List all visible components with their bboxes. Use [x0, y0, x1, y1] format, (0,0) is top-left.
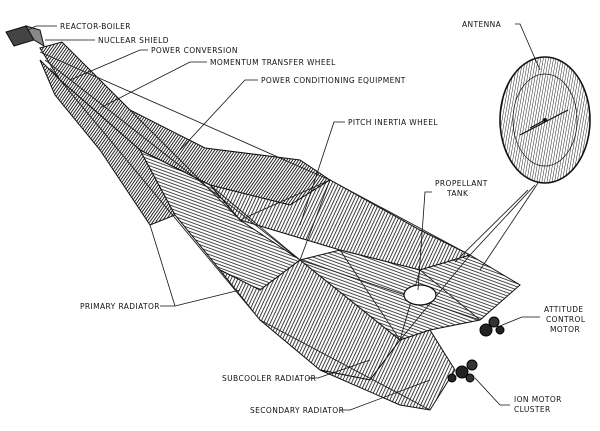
nuclear-shield — [24, 25, 45, 48]
label-propellant-tank-line1: PROPELLANT — [435, 179, 488, 188]
truss-diagonal-1 — [129, 109, 331, 261]
label-antenna: ANTENNA — [462, 20, 502, 29]
label-primary-radiator: PRIMARY RADIATOR — [80, 302, 160, 311]
propellant-tank — [403, 284, 437, 306]
spacecraft-body — [5, 25, 541, 411]
leader-primary-radiator — [149, 224, 241, 307]
label-power-conditioning-equipment: POWER CONDITIONING EQUIPMENT — [261, 76, 406, 85]
primary-radiator-lower-panel — [39, 59, 176, 226]
label-nuclear-shield: NUCLEAR SHIELD — [98, 36, 169, 45]
label-attitude-control-motor-line2: CONTROL — [546, 315, 586, 324]
leader-ion-motor — [474, 377, 510, 406]
label-power-conversion: POWER CONVERSION — [151, 46, 238, 55]
leader-antenna — [515, 23, 541, 71]
leader-power-conditioning — [179, 79, 258, 151]
label-attitude-control-motor-line3: MOTOR — [550, 325, 580, 334]
label-subcooler-radiator: SUBCOOLER RADIATOR — [222, 374, 316, 383]
label-attitude-control-motor-line1: ATTITUDE — [544, 305, 584, 314]
truss-diagonal-3 — [339, 249, 481, 342]
label-ion-motor-cluster-line2: CLUSTER — [514, 405, 551, 414]
lower-tail-panel — [319, 329, 456, 411]
label-secondary-radiator: SECONDARY RADIATOR — [250, 406, 344, 415]
leader-propellant-tank — [417, 191, 432, 291]
leader-lines — [27, 23, 541, 411]
truss-lower — [49, 67, 431, 411]
leader-power-conversion — [69, 49, 148, 81]
leader-momentum-transfer-wheel — [99, 61, 207, 109]
label-pitch-inertia-wheel: PITCH INERTIA WHEEL — [348, 118, 438, 127]
label-momentum-transfer-wheel: MOMENTUM TRANSFER WHEEL — [210, 58, 336, 67]
leader-secondary-radiator — [340, 379, 431, 411]
label-propellant-tank-line2: TANK — [446, 189, 469, 198]
label-reactor-boiler: REACTOR-BOILER — [60, 22, 131, 31]
leader-attitude-control — [499, 316, 540, 327]
ion-motor-cluster — [447, 359, 478, 383]
label-ion-motor-cluster-line1: ION MOTOR — [514, 395, 562, 404]
antenna-dish — [499, 56, 591, 184]
attitude-control-motor — [479, 316, 505, 337]
leader-pitch-inertia-wheel — [299, 121, 345, 226]
leader-subcooler-radiator — [308, 359, 371, 379]
antenna-boom — [454, 179, 541, 271]
leader-reactor-boiler — [27, 25, 57, 31]
